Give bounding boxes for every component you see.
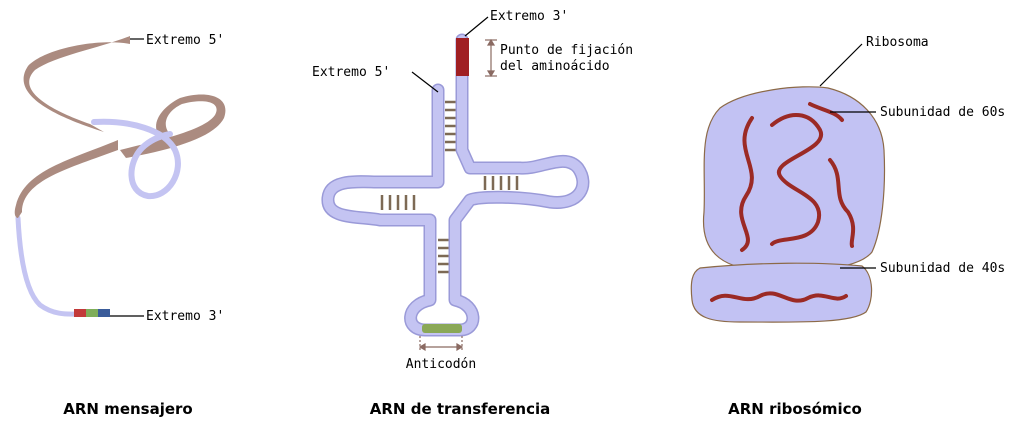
codon-blue: [98, 309, 110, 317]
mrna-caption: ARN mensajero: [63, 400, 193, 418]
mrna-panel: Extremo 5' Extremo 3' ARN mensajero: [14, 33, 226, 418]
mrna-loop-strand: [91, 118, 181, 200]
trna-label-3prime: Extremo 3': [490, 9, 568, 24]
mrna-ribbon-lower: [14, 140, 118, 218]
anticodon-label: Anticodón: [406, 357, 476, 372]
codon-red: [74, 309, 86, 317]
rrna-panel: Ribosoma Subunidad de 60s Subunidad de 4…: [690, 35, 1005, 418]
codon-green: [86, 309, 98, 317]
subunit-60s-label: Subunidad de 60s: [880, 105, 1005, 120]
mrna-thin-strand: [15, 215, 83, 317]
rrna-strands: [710, 102, 856, 303]
ribosome-leader: [819, 43, 863, 87]
trna-panel: Extremo 3' Extremo 5' Punto de fijación …: [312, 9, 633, 418]
mrna-ribbon-upper: [23, 36, 130, 132]
attachment-label-line1: Punto de fijación: [500, 43, 633, 58]
ribosome-label: Ribosoma: [866, 35, 929, 50]
rrna-caption: ARN ribosómico: [728, 400, 862, 418]
large-subunit-60s: [702, 86, 886, 273]
trna-3-leader: [464, 16, 489, 37]
attachment-label-line2: del aminoácido: [500, 59, 610, 74]
trna-label-5prime: Extremo 5': [312, 65, 390, 80]
trna-strand: [323, 35, 588, 335]
subunit-40s-label: Subunidad de 40s: [880, 261, 1005, 276]
amino-acid-attachment-site: [456, 38, 469, 76]
small-subunit-40s: [690, 262, 873, 323]
mrna-label-5prime: Extremo 5': [146, 33, 224, 48]
attachment-range-arrow: [485, 38, 497, 78]
mrna-label-3prime: Extremo 3': [146, 309, 224, 324]
trna-5-leader: [411, 71, 439, 93]
anticodon-range-arrow: [418, 336, 464, 352]
trna-caption: ARN de transferencia: [370, 400, 550, 418]
anticodon-segment: [422, 324, 462, 333]
